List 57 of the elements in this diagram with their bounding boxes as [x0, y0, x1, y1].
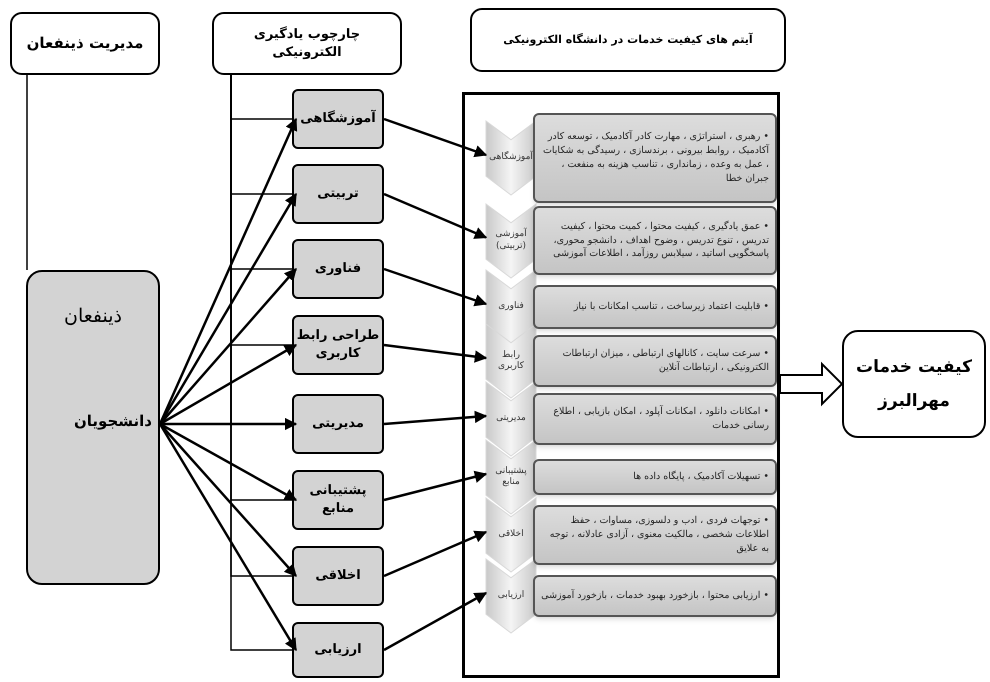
arrow: [158, 423, 298, 652]
connector-line: [26, 75, 28, 270]
arrow: [384, 344, 488, 363]
item-text: • امکانات دانلود ، امکانات آپلود ، امکان بازیابی ، اطلاع رسانی خدمات: [552, 405, 769, 433]
header-text: مدیریت ذینفعان: [26, 33, 144, 54]
arrow: [384, 530, 488, 578]
category-label: اخلاقی: [315, 567, 361, 585]
result-box: [842, 330, 986, 438]
category-box: [292, 164, 384, 224]
arrow: [384, 118, 488, 158]
arrow: [384, 268, 488, 306]
arrow: [384, 192, 488, 239]
arrow: [383, 592, 488, 652]
arrow: [384, 470, 488, 502]
chevron-label: آموزشی (تربیتی): [494, 229, 528, 252]
chevron-label: پشتیبانی منابع: [494, 466, 528, 488]
panel-frame: [462, 92, 780, 678]
stakeholder-box: [26, 270, 160, 585]
item-text: • عمق یادگیری ، کیفیت محتوا ، کمیت محتوا ، کیفیت تدریس ، تنوع تدریس ، وضوح اهداف ، دانشجو محوری، پاسخگویی اساتید ، سیلابس روزآمد ، اطلاعات آموزشی: [552, 220, 769, 262]
item-text: • ارزیابی محتوا ، بازخورد بهبود خدمات ، بازخورد آموزشی: [541, 589, 769, 603]
chevron-label: اخلاقی: [497, 529, 525, 541]
item-text: • تسهیلات آکادمیک ، پایگاه داده ها: [632, 470, 769, 484]
category-label: تربیتی: [317, 185, 359, 203]
category-label: مدیریتی: [312, 415, 364, 433]
category-box: [292, 622, 384, 678]
arrow: [158, 118, 298, 424]
block-arrow: [779, 362, 844, 406]
category-box: [292, 89, 384, 149]
category-label: آموزشگاهی: [300, 110, 376, 128]
category-box: [292, 546, 384, 606]
chevron-label: رابط کاربری: [497, 350, 525, 372]
arrow: [160, 418, 298, 430]
item-text: • سرعت سایت ، کانالهای ارتباطی ، میزان ارتباطات الکترونیکی ، ارتباطات آنلاین: [562, 347, 769, 375]
category-box: [292, 315, 384, 375]
header-box: [470, 8, 786, 72]
category-label: طراحی رابط کاربری: [296, 327, 380, 363]
stakeholder-label: دانشجویان: [74, 411, 152, 432]
header-box: [10, 12, 160, 75]
item-text: • قابلیت اعتماد زیرساخت ، تناسب امکانات با نیاز: [572, 300, 769, 314]
category-label: پشتیبانی منابع: [308, 482, 368, 518]
header-text: آیتم های کیفیت خدمات در دانشگاه الکترونیکی: [503, 32, 753, 48]
category-box: [292, 470, 384, 530]
chevron-label: آموزشگاهی: [488, 152, 534, 164]
category-box: [292, 394, 384, 454]
header-box: [212, 12, 402, 75]
chevron-label: ارزیابی: [496, 590, 526, 602]
stakeholder-heading: ذینفعان: [62, 304, 123, 329]
category-box: [292, 239, 384, 299]
arrow: [384, 410, 488, 426]
result-text: کیفیت خدمات مهرالبرز: [856, 356, 972, 413]
header-text: چارچوب یادگیری الکترونیکی: [252, 26, 362, 62]
chevron-label: مدیریتی: [495, 413, 527, 425]
category-label: ارزیابی: [314, 641, 362, 659]
category-label: فناوری: [314, 260, 362, 278]
item-text: • توجهات فردی ، ادب و دلسوزی، مساوات ، حفظ اطلاعات شخصی ، مالکیت معنوی ، آزادی عادلانه ، توجه به علایق: [548, 514, 769, 556]
chevron-label: فناوری: [497, 301, 525, 313]
item-text: • رهبری ، استراتژی ، مهارت کادر آکادمیک ، توسعه کادر آکادمیک ، روابط بیرونی ، برندسازی ، رسیدگی به شکایات ، عمل به وعده ، زمانداری ، تناسب هزینه به منفعت ، جبران خطا: [542, 130, 769, 186]
